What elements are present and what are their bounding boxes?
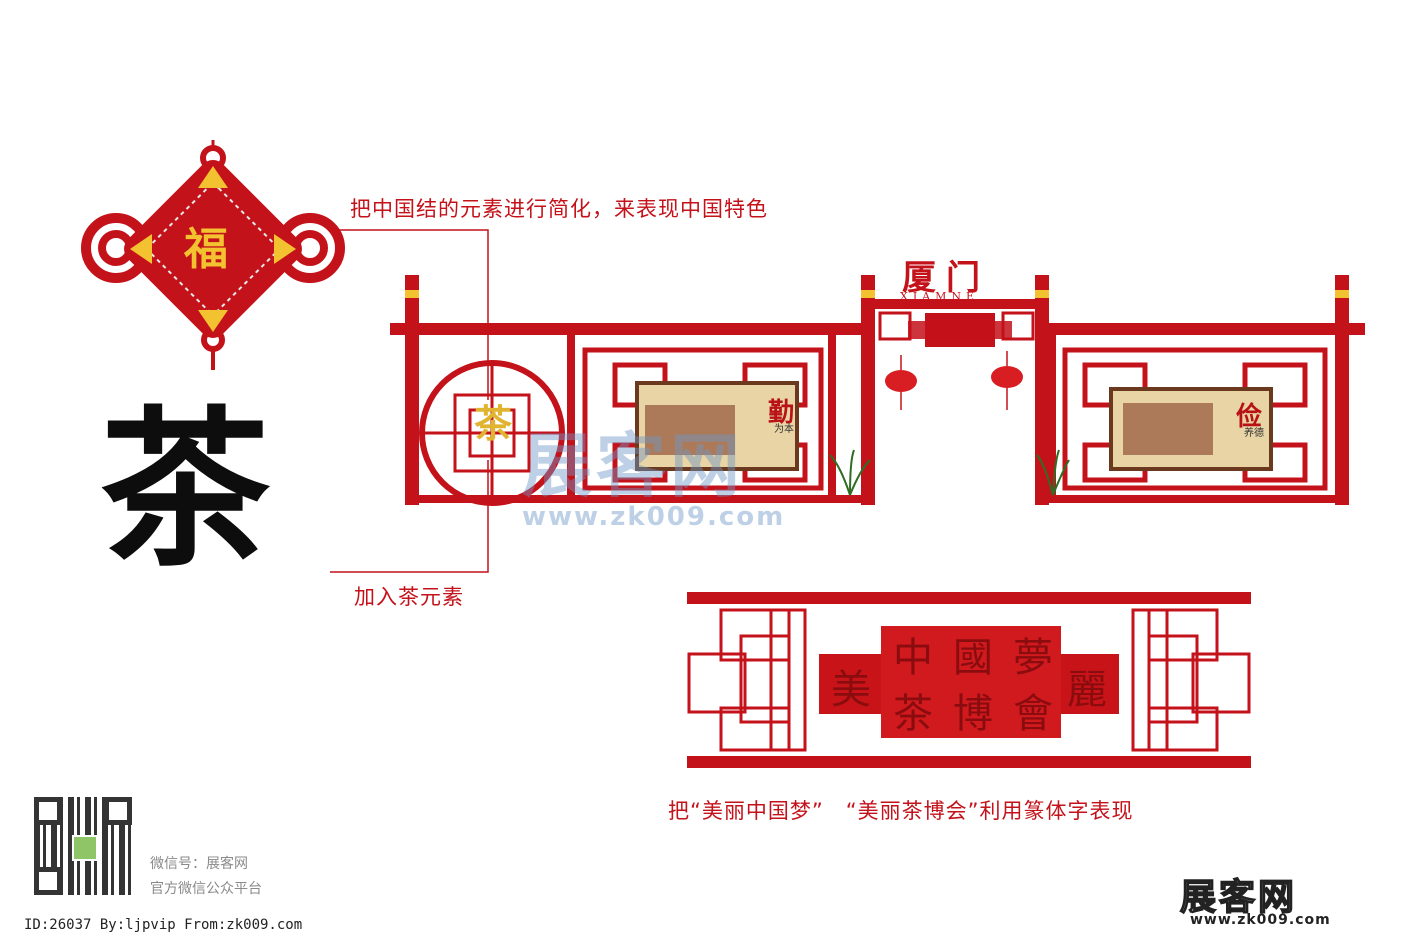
- seal-char-zhong: 中: [893, 635, 933, 681]
- wechat-platform-text: 官方微信公众平台: [150, 881, 262, 897]
- seal-char-li: 麗: [1067, 667, 1107, 713]
- tea-calligraphy: 茶: [100, 390, 271, 590]
- watermark-url: www.zk009.com: [522, 502, 786, 532]
- qr-code: [34, 797, 132, 895]
- seal-char-mei: 美: [831, 667, 871, 713]
- caption-seal-note: 把“美丽中国梦” “美丽茶博会”利用篆体字表现: [668, 799, 1134, 823]
- seal-char-bo: 博: [953, 691, 993, 737]
- knot-center-char: 福: [184, 224, 228, 275]
- right-panel-small-text: 养德: [1244, 428, 1264, 439]
- chinese-knot-illustration: [81, 140, 345, 370]
- round-window-char: 茶: [474, 401, 513, 446]
- seal-char-guo: 國: [953, 635, 993, 681]
- footer-id-line: ID:26037 By:ljpvip From:zk009.com: [24, 917, 303, 933]
- seal-char-cha: 茶: [893, 691, 933, 737]
- brand-url: www.zk009.com: [1190, 912, 1331, 928]
- gate-elevation: [390, 275, 1365, 506]
- seal-char-meng: 夢: [1013, 635, 1053, 681]
- left-panel-big-char: 勤: [768, 398, 795, 428]
- caption-knot-note: 把中国结的元素进行简化，来表现中国特色: [350, 197, 768, 221]
- seal-panel-frame: [687, 592, 1251, 768]
- watermark-main: 展客网: [522, 425, 744, 507]
- seal-grid: 美 中 國 夢 麗 茶 博 會: [817, 622, 1119, 742]
- caption-tea-note: 加入茶元素: [354, 585, 464, 609]
- gate-subtitle: XIAMNE: [900, 290, 980, 303]
- gate-title: 厦门: [902, 258, 990, 298]
- brand-logo-text: 展客网: [1179, 876, 1298, 919]
- wechat-id-text: 微信号：展客网: [150, 856, 248, 872]
- right-panel-big-char: 俭: [1236, 402, 1263, 432]
- seal-char-hui: 會: [1013, 691, 1053, 737]
- left-panel-small-text: 为本: [774, 424, 794, 435]
